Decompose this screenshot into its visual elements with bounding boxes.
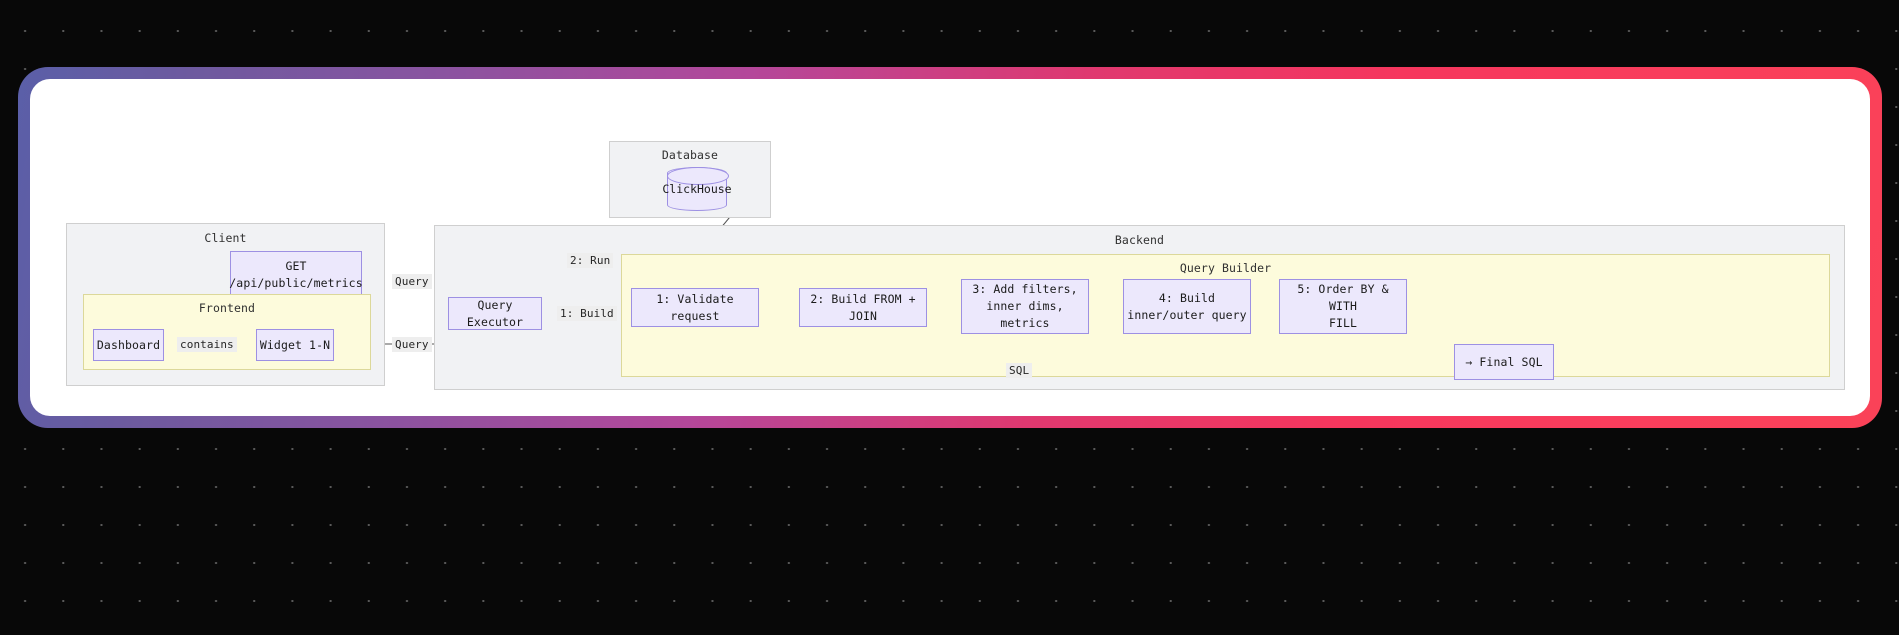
node-api-endpoint[interactable]: GET /api/public/metrics — [229, 251, 363, 298]
node-clickhouse-label: ClickHouse — [662, 182, 732, 196]
group-client-title: Client — [204, 231, 247, 245]
group-query-builder-title: Query Builder — [1179, 261, 1272, 275]
node-api-endpoint-path: /api/public/metrics — [229, 275, 363, 290]
node-step-4-line2: inner/outer query — [1127, 307, 1247, 322]
node-final-sql-label: → Final SQL — [1465, 354, 1543, 369]
group-database-title: Database — [661, 148, 719, 162]
node-dashboard[interactable]: Dashboard — [93, 329, 164, 361]
node-step-1[interactable]: 1: Validate request — [631, 288, 759, 327]
diagram-gradient-frame: Database ClickHouse Client GET /api/publ… — [18, 67, 1882, 428]
node-final-sql[interactable]: → Final SQL — [1454, 344, 1554, 380]
node-step-5-line1: 5: Order BY & WITH — [1297, 282, 1389, 314]
node-step-3[interactable]: 3: Add filters, inner dims, metrics — [961, 279, 1089, 334]
group-frontend-title: Frontend — [198, 301, 256, 315]
node-widget[interactable]: Widget 1-N — [256, 329, 334, 361]
node-step-1-label: 1: Validate request — [656, 291, 734, 323]
edge-label-run: 2: Run — [567, 253, 614, 268]
node-query-executor-label: Query Executor — [466, 297, 524, 329]
node-step-3-line1: 3: Add filters, — [972, 282, 1078, 297]
node-step-2[interactable]: 2: Build FROM + JOIN — [799, 288, 927, 327]
diagram-canvas: Database ClickHouse Client GET /api/publ… — [30, 79, 1870, 416]
node-query-executor[interactable]: Query Executor — [448, 297, 542, 330]
node-dashboard-label: Dashboard — [96, 337, 161, 352]
edge-label-query-widget: Query — [392, 337, 432, 352]
edge-label-query-api: Query — [392, 274, 432, 289]
node-step-4-line1: 4: Build — [1158, 290, 1216, 305]
node-step-3-line2: inner dims, metrics — [986, 299, 1064, 330]
edge-label-build: 1: Build — [557, 306, 617, 321]
node-widget-label: Widget 1-N — [259, 337, 331, 352]
node-step-5-line2: FILL — [1328, 315, 1358, 330]
node-api-endpoint-method: GET — [285, 258, 307, 273]
node-clickhouse[interactable]: ClickHouse — [662, 167, 732, 211]
node-step-2-label: 2: Build FROM + JOIN — [810, 291, 916, 323]
group-backend-title: Backend — [1114, 233, 1165, 247]
edge-label-contains: contains — [177, 337, 237, 352]
node-step-5[interactable]: 5: Order BY & WITH FILL — [1279, 279, 1407, 334]
node-step-4[interactable]: 4: Build inner/outer query — [1123, 279, 1251, 334]
edge-label-sql: SQL — [1006, 363, 1033, 378]
